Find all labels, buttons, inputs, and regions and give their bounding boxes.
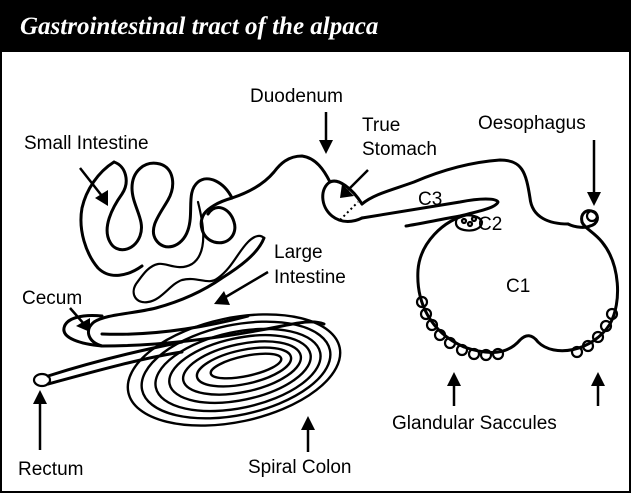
label-large-intestine-line2: Intestine [274,267,346,288]
arrow-rectum [33,390,47,450]
label-glandular-saccules: Glandular Saccules [392,413,557,434]
label-true-stomach-line2: Stomach [362,139,437,160]
glandular-saccules-right [572,309,617,357]
glandular-saccules-left [417,297,503,360]
arrow-duodenum [319,112,333,154]
small-intestine-coils [81,162,235,275]
label-rectum: Rectum [18,459,83,480]
label-oesophagus: Oesophagus [478,113,586,134]
label-c1: C1 [506,276,530,297]
arrow-spiral-colon [301,416,315,452]
label-c2: C2 [478,214,502,235]
label-duodenum: Duodenum [250,86,343,107]
arrow-glandular-saccules-left [447,372,461,406]
rectum-terminal [48,342,182,384]
label-cecum: Cecum [22,288,82,309]
label-spiral-colon: Spiral Colon [248,457,352,478]
label-true-stomach-line1: True [362,115,400,136]
arrow-glandular-saccules-right [591,372,605,406]
arrow-oesophagus [587,140,601,206]
pylorus-divider [340,202,358,220]
label-small-intestine: Small Intestine [24,133,149,154]
label-large-intestine-line1: Large [274,242,323,263]
label-c3: C3 [418,189,442,210]
